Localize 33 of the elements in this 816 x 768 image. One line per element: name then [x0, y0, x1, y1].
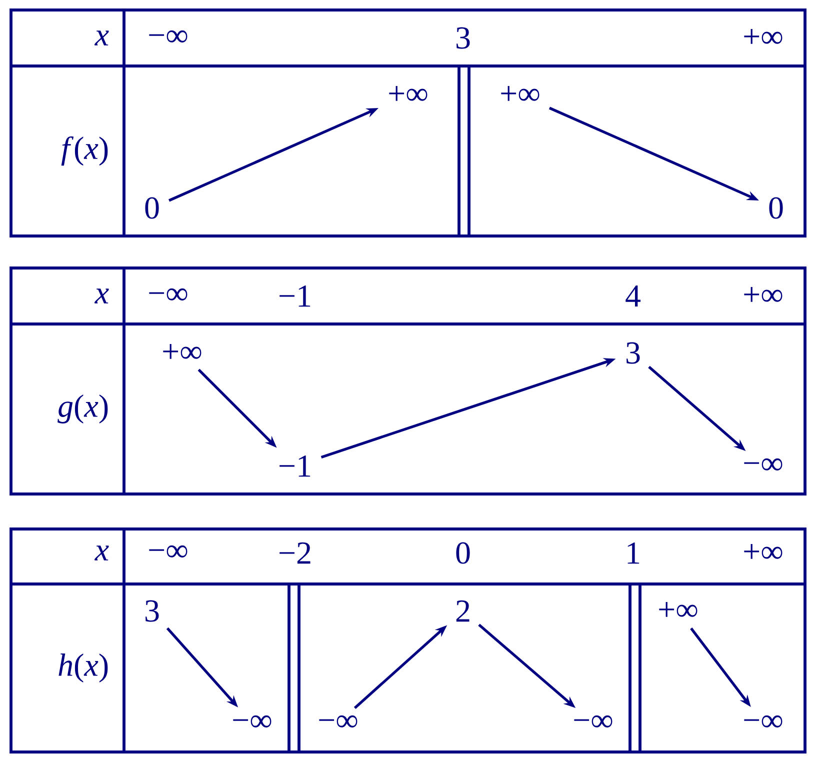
value-label: +∞	[659, 602, 698, 617]
variable-label: x	[94, 30, 109, 46]
x-value-label: +∞	[744, 286, 782, 302]
x-value-label: 3	[456, 27, 470, 49]
variable-label: x	[94, 546, 109, 560]
value-label: +∞	[389, 86, 428, 101]
value-label: −∞	[744, 458, 782, 470]
x-value-label: +∞	[744, 544, 782, 559]
x-value-label: 0	[456, 542, 470, 564]
value-label: −∞	[319, 715, 358, 728]
function-label: f(x)	[61, 136, 108, 166]
value-label: +∞	[501, 86, 540, 101]
x-value-label: −∞	[149, 288, 188, 300]
function-label: g(x)	[58, 394, 108, 424]
value-label: 3	[146, 600, 159, 622]
value-label: −∞	[574, 715, 612, 728]
value-label: 2	[456, 600, 470, 622]
value-label: 0	[769, 197, 783, 219]
value-label: 0	[145, 197, 159, 219]
variable-label: x	[94, 288, 109, 304]
x-value-label: +∞	[744, 28, 782, 44]
x-value-label: −2	[280, 542, 310, 564]
value-label: +∞	[163, 344, 202, 359]
value-label: 3	[626, 342, 640, 364]
x-value-label: −∞	[149, 545, 188, 558]
x-value-label: −∞	[149, 30, 188, 42]
x-value-label: −1	[280, 285, 310, 307]
x-value-label: 4	[626, 285, 640, 307]
value-label: −∞	[744, 715, 782, 728]
function-label: h(x)	[58, 654, 108, 683]
x-value-label: 1	[628, 542, 640, 564]
value-label: −1	[280, 455, 310, 477]
value-label: −∞	[233, 715, 272, 728]
